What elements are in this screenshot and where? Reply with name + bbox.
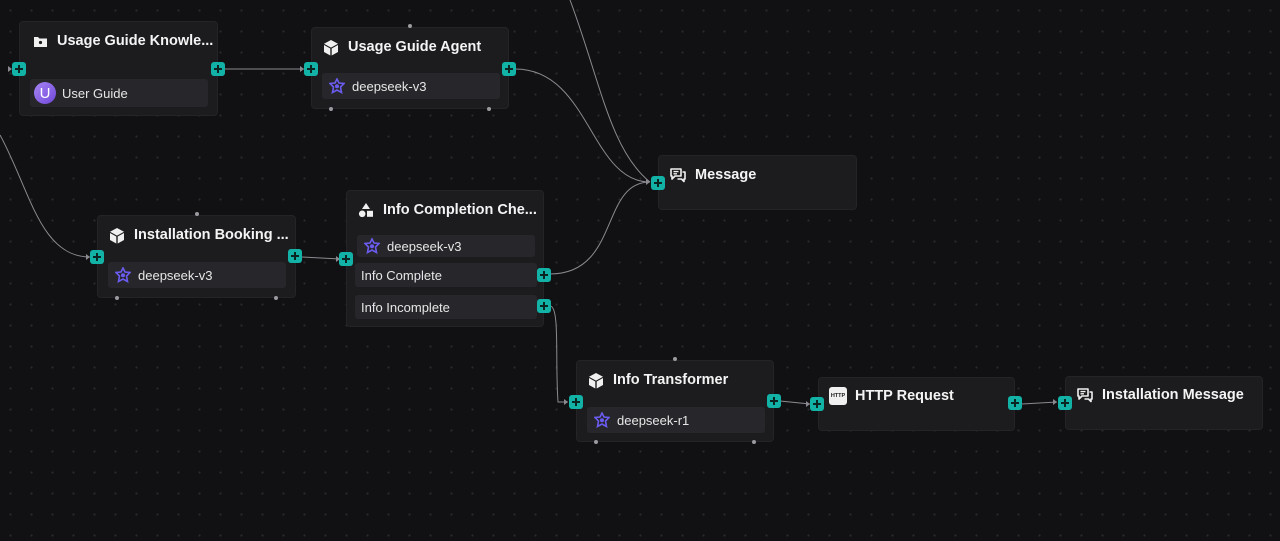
input-port-info-transformer[interactable] [569, 395, 583, 409]
node-usage-guide-agent[interactable]: Usage Guide Agent deepseek-v3 [311, 27, 509, 109]
model-name: deepseek-v3 [387, 238, 462, 254]
node-usage-guide-knowledge[interactable]: Usage Guide Knowle... U User Guide [19, 21, 218, 116]
node-installation-message[interactable]: Installation Message [1065, 376, 1263, 430]
output-port-usage-guide-agent[interactable] [502, 62, 516, 76]
model-logo-icon [114, 266, 132, 284]
input-port-http-request[interactable] [810, 397, 824, 411]
edge-installation-to-check [301, 256, 341, 260]
chat-icon [669, 166, 687, 184]
edge-http-to-installation-msg [1021, 401, 1058, 405]
branch-info-complete[interactable]: Info Complete [355, 263, 537, 287]
node-message[interactable]: Message [658, 155, 857, 210]
model-name: deepseek-v3 [138, 267, 213, 283]
input-port-installation-message[interactable] [1058, 396, 1072, 410]
node-title: HTTP Request [855, 388, 954, 404]
input-port-info-completion-check[interactable] [339, 252, 353, 266]
branch-label: Info Complete [361, 267, 442, 283]
node-title: Info Completion Che... [383, 202, 537, 218]
folder-icon [31, 32, 49, 50]
edge-left-to-installation [0, 134, 91, 258]
model-name: deepseek-r1 [617, 412, 690, 428]
knowledge-item-label: User Guide [62, 85, 128, 101]
model-logo-icon [363, 237, 381, 255]
handle-dot[interactable] [752, 440, 756, 444]
model-selector[interactable]: deepseek-r1 [587, 407, 765, 433]
output-port-info-transformer[interactable] [767, 394, 781, 408]
handle-dot[interactable] [487, 107, 491, 111]
node-title: Installation Booking ... [134, 227, 289, 243]
node-title: Installation Message [1102, 387, 1244, 403]
node-installation-booking[interactable]: Installation Booking ... deepseek-v3 [97, 215, 296, 298]
handle-dot[interactable] [115, 296, 119, 300]
handle-dot[interactable] [195, 212, 199, 216]
handle-dot[interactable] [274, 296, 278, 300]
handle-dot[interactable] [673, 357, 677, 361]
input-port-usage-guide-knowledge[interactable] [12, 62, 26, 76]
model-selector[interactable]: deepseek-v3 [108, 262, 286, 288]
edge-incomplete-to-transformer [549, 305, 568, 403]
output-port-installation-booking[interactable] [288, 249, 302, 263]
branch-label: Info Incomplete [361, 299, 450, 315]
node-info-completion-check[interactable]: Info Completion Che... deepseek-v3 Info … [346, 190, 544, 327]
handle-dot[interactable] [594, 440, 598, 444]
node-info-transformer[interactable]: Info Transformer deepseek-r1 [576, 360, 774, 442]
model-logo-icon [593, 411, 611, 429]
model-name: deepseek-v3 [352, 78, 427, 94]
input-port-installation-booking[interactable] [90, 250, 104, 264]
output-port-http-request[interactable] [1008, 396, 1022, 410]
handle-dot[interactable] [329, 107, 333, 111]
cube-icon [108, 226, 126, 244]
cube-icon [322, 38, 340, 56]
shapes-icon [357, 201, 375, 219]
chat-icon [1076, 386, 1094, 404]
node-title: Message [695, 167, 757, 183]
branch-info-incomplete[interactable]: Info Incomplete [355, 295, 537, 319]
node-http-request[interactable]: HTTP HTTP Request [818, 377, 1015, 431]
node-title: Info Transformer [613, 372, 729, 388]
edge-top-to-message [569, 0, 651, 183]
output-port-usage-guide-knowledge[interactable] [211, 62, 225, 76]
model-logo-icon [328, 77, 346, 95]
cube-icon [587, 371, 605, 389]
output-port-info-incomplete[interactable] [537, 299, 551, 313]
model-selector[interactable]: deepseek-v3 [322, 73, 500, 99]
input-port-usage-guide-agent[interactable] [304, 62, 318, 76]
edge-transformer-to-http [779, 400, 811, 405]
output-port-info-complete[interactable] [537, 268, 551, 282]
edge-agent-to-message [514, 68, 651, 183]
model-selector[interactable]: deepseek-v3 [357, 235, 535, 257]
knowledge-item-user-guide[interactable]: U User Guide [30, 79, 208, 107]
node-title: Usage Guide Knowle... [57, 33, 214, 49]
input-port-message[interactable] [651, 176, 665, 190]
avatar: U [34, 82, 56, 104]
handle-dot[interactable] [408, 24, 412, 28]
edge-complete-to-message [549, 181, 651, 275]
http-icon: HTTP [829, 387, 847, 405]
node-title: Usage Guide Agent [348, 39, 482, 55]
